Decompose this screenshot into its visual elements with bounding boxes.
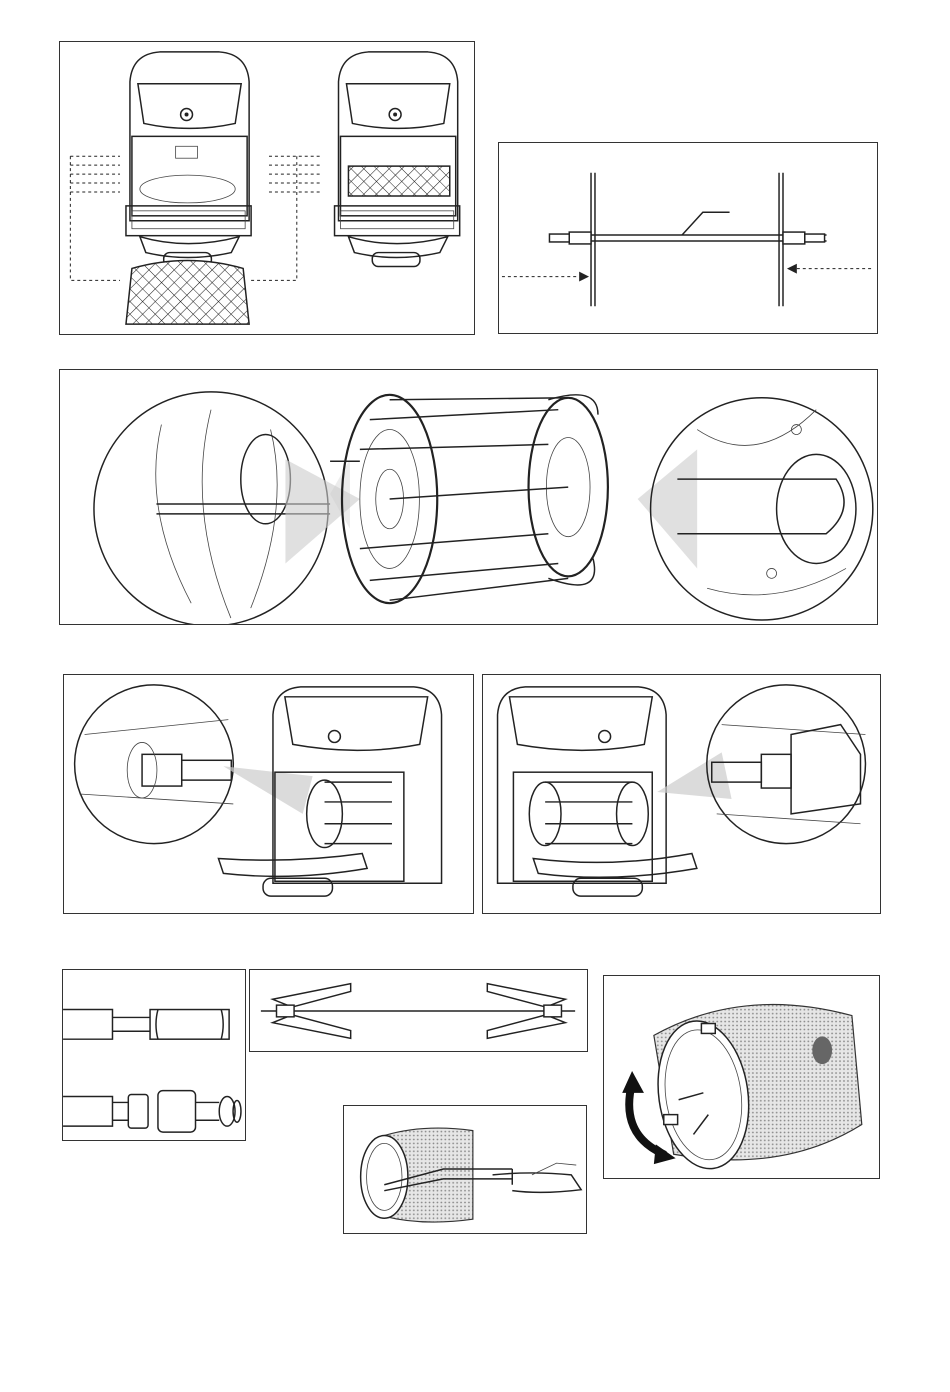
panel-cage-installed-right <box>482 674 881 914</box>
drum-basket-icon <box>604 976 879 1178</box>
panel-rotisserie-cage-assembly <box>59 369 878 625</box>
air-fryer-oven-icon <box>64 675 473 913</box>
air-fryer-left <box>126 52 251 267</box>
zoom-detail <box>707 685 866 844</box>
panel-rotisserie-spit <box>498 142 878 334</box>
panel-drum-basket-removal <box>343 1105 587 1234</box>
panel-spit-forks <box>249 969 588 1052</box>
air-fryer-oven-icon <box>483 675 880 913</box>
spit-rod-icon <box>499 143 877 333</box>
air-fryer-right <box>335 52 460 267</box>
mesh-tray <box>126 261 249 325</box>
panel-drum-basket-rotation <box>603 975 880 1179</box>
drum-basket-icon <box>344 1106 586 1233</box>
rod-end-icon <box>63 970 245 1140</box>
rotisserie-cage-icon <box>60 370 877 624</box>
panel-basket-insertion <box>59 41 475 335</box>
zoom-detail <box>75 685 234 844</box>
panel-cage-installed-left <box>63 674 474 914</box>
panel-spit-ends-detail <box>62 969 246 1141</box>
skewer-fork-icon <box>250 970 587 1051</box>
cage-body <box>330 395 608 603</box>
air-fryer-oven-icon <box>60 42 474 334</box>
